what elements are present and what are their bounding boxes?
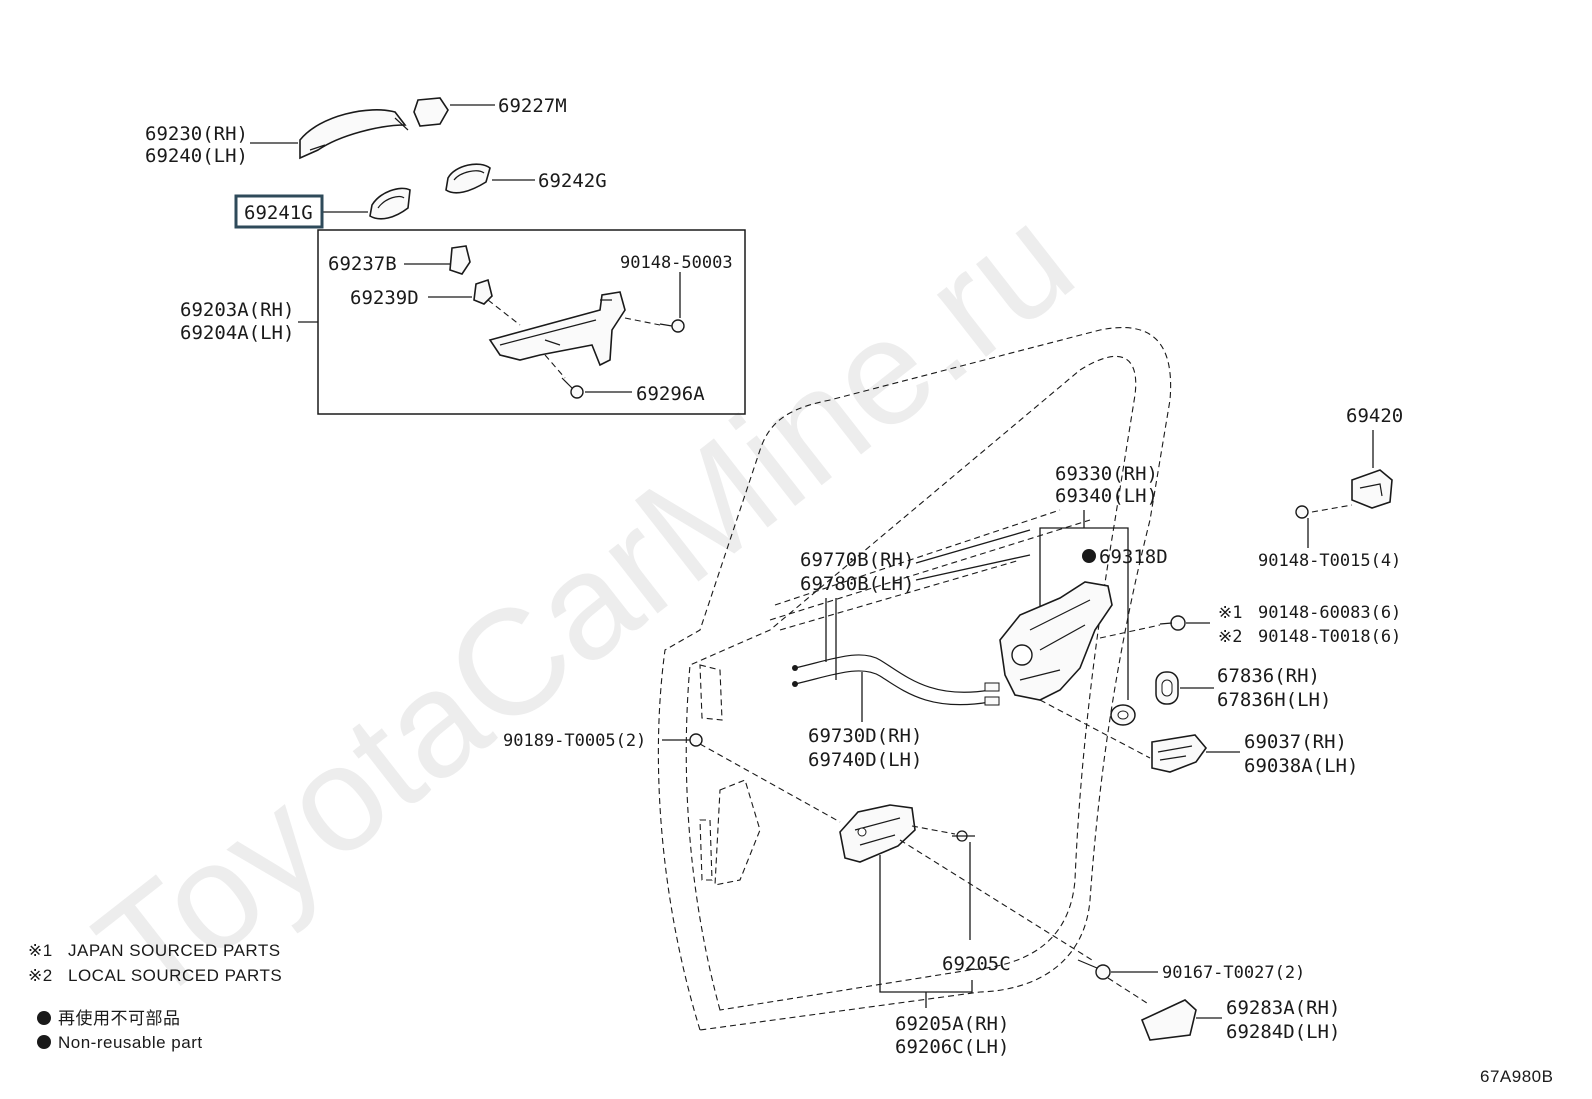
- label-67836H[interactable]: 67836H(LH): [1217, 689, 1331, 711]
- label-69203A[interactable]: 69203A(RH): [180, 299, 294, 321]
- legend-nonreuse-en: Non-reusable part: [58, 1033, 203, 1052]
- leader-69770B-drop: [825, 598, 837, 680]
- inside-handle-part[interactable]: [839, 804, 916, 863]
- label-67836[interactable]: 67836(RH): [1217, 665, 1320, 687]
- label-69283A[interactable]: 69283A(RH): [1226, 997, 1340, 1019]
- label-69420[interactable]: 69420: [1346, 405, 1403, 427]
- cover-69037-part[interactable]: [1151, 734, 1208, 773]
- label-69206C[interactable]: 69206C(LH): [895, 1036, 1009, 1058]
- label-69227M[interactable]: 69227M: [498, 95, 567, 117]
- screw-90148-60083-part[interactable]: [1159, 615, 1186, 631]
- cable-part[interactable]: [792, 654, 1000, 706]
- legend-nonreuse-jp: 再使用不可部品: [58, 1008, 181, 1028]
- grommet-67836-part[interactable]: [1155, 671, 1179, 705]
- label-69340[interactable]: 69340(LH): [1055, 485, 1158, 507]
- label-69241G[interactable]: 69241G: [244, 202, 313, 224]
- legend-dot-jp: [37, 1011, 51, 1025]
- label-69038A[interactable]: 69038A(LH): [1244, 755, 1358, 777]
- seal-69318D-part[interactable]: [1110, 704, 1136, 726]
- mark-note1: ※1: [1218, 603, 1242, 623]
- door-lock-part[interactable]: [999, 581, 1113, 701]
- bolt-90148-50003-part[interactable]: [659, 319, 685, 333]
- label-69205A[interactable]: 69205A(RH): [895, 1013, 1009, 1035]
- label-69230[interactable]: 69230(RH): [145, 123, 248, 145]
- gasket-69242G-part[interactable]: [445, 163, 491, 194]
- label-69318D[interactable]: 69318D: [1099, 546, 1168, 568]
- handle-frame-part[interactable]: [488, 291, 626, 367]
- handle-cap-part[interactable]: [413, 97, 449, 127]
- label-90148-T0018[interactable]: 90148-T0018(6): [1258, 627, 1401, 647]
- clip-69237B-part[interactable]: [449, 245, 471, 275]
- cover-69283A-part[interactable]: [1140, 999, 1197, 1041]
- screw-90167-T0027-part[interactable]: [1077, 959, 1111, 980]
- label-69239D[interactable]: 69239D: [350, 287, 419, 309]
- screw-90148-T0015-part[interactable]: [1295, 505, 1309, 519]
- label-90148-T0015[interactable]: 90148-T0015(4): [1258, 551, 1401, 571]
- label-69740D[interactable]: 69740D(LH): [808, 749, 922, 771]
- label-69780B[interactable]: 69780B(LH): [800, 573, 914, 595]
- label-69037[interactable]: 69037(RH): [1244, 731, 1347, 753]
- outside-handle-part[interactable]: [299, 109, 409, 160]
- legend-note1-mark: ※1: [28, 941, 53, 960]
- label-69770B[interactable]: 69770B(RH): [800, 549, 914, 571]
- label-69330[interactable]: 69330(RH): [1055, 463, 1158, 485]
- legend-note2: LOCAL SOURCED PARTS: [68, 966, 282, 985]
- nonreuse-dot-69318D: [1082, 549, 1096, 563]
- label-90167-T0027[interactable]: 90167-T0027(2): [1162, 963, 1305, 983]
- screw-69205C-part[interactable]: [952, 830, 975, 842]
- legend-note2-mark: ※2: [28, 966, 53, 985]
- label-69284D[interactable]: 69284D(LH): [1226, 1021, 1340, 1043]
- mark-note2: ※2: [1218, 627, 1242, 647]
- bracket-69205A: [879, 855, 973, 1008]
- screw-69296A-part[interactable]: [561, 377, 584, 399]
- legend: ※1 JAPAN SOURCED PARTS ※2 LOCAL SOURCED …: [28, 941, 282, 1052]
- striker-part[interactable]: [1351, 469, 1393, 509]
- door-outline: [657, 326, 1172, 1031]
- label-69205C[interactable]: 69205C: [942, 953, 1011, 975]
- label-90189-T0005[interactable]: 90189-T0005(2): [503, 731, 646, 751]
- legend-note1: JAPAN SOURCED PARTS: [68, 941, 281, 960]
- label-69204A[interactable]: 69204A(LH): [180, 322, 294, 344]
- legend-dot-en: [37, 1035, 51, 1049]
- diagram-code: 67A980B: [1480, 1067, 1553, 1086]
- label-69296A[interactable]: 69296A: [636, 383, 705, 405]
- leader-69770B: [915, 529, 1031, 581]
- label-90148-60083[interactable]: 90148-60083(6): [1258, 603, 1401, 623]
- label-69730D[interactable]: 69730D(RH): [808, 725, 922, 747]
- label-69240[interactable]: 69240(LH): [145, 145, 248, 167]
- gasket-69241G-part[interactable]: [369, 187, 411, 220]
- label-69242G[interactable]: 69242G: [538, 170, 607, 192]
- label-69237B[interactable]: 69237B: [328, 253, 397, 275]
- label-90148-50003[interactable]: 90148-50003: [620, 253, 733, 273]
- highlight-box: [234, 194, 324, 229]
